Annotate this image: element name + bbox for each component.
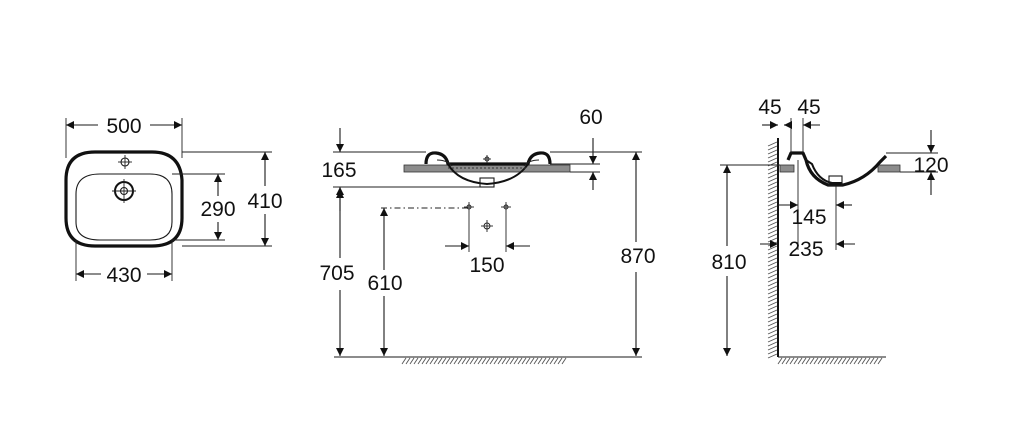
dim-basin-width: 430 [106,264,141,287]
dim-outlet-projection: 235 [788,238,823,261]
tap-hole-icon [118,155,132,169]
waste-outlet [828,175,843,187]
dim-overall-height: 870 [620,245,655,268]
trap-hole-icon [464,202,474,212]
dim-waste-projection: 145 [791,206,826,229]
dim-overall-depth: 410 [247,190,282,213]
dim-trap-spacing: 150 [469,254,504,277]
countertop-slab [403,164,571,173]
basin-inner-outline [75,173,173,241]
waste-outlet [479,177,495,188]
countertop-slab [779,164,795,173]
front-view: 60 165 705 610 [319,106,656,365]
dim-basin-depth: 290 [200,198,235,221]
dim-overall-width: 500 [106,115,141,138]
dim-wall-gap-b: 45 [797,96,820,119]
basin-front-profile [424,151,552,166]
drain-icon [112,179,136,203]
dim-countertop-height: 705 [319,262,354,285]
dim-waste-height: 610 [367,272,402,295]
trap-hole-icon [501,202,511,212]
wall-hatching [767,141,778,359]
dim-basin-above-counter: 120 [913,154,948,177]
dim-rim-height: 165 [321,159,356,182]
top-view: 500 430 290 410 [64,115,283,287]
dim-counter-height: 810 [711,251,746,274]
basin-side-profile [786,151,888,187]
floor-hatching [401,357,567,365]
trap-hole-icon [481,220,493,232]
dim-overflow-offset: 60 [579,106,602,129]
dim-wall-gap-a: 45 [758,96,781,119]
tap-hole-icon [483,155,491,163]
floor-hatching [777,357,883,365]
side-view: 45 45 120 145 235 810 [711,96,949,365]
basin-outer-outline [64,150,184,248]
